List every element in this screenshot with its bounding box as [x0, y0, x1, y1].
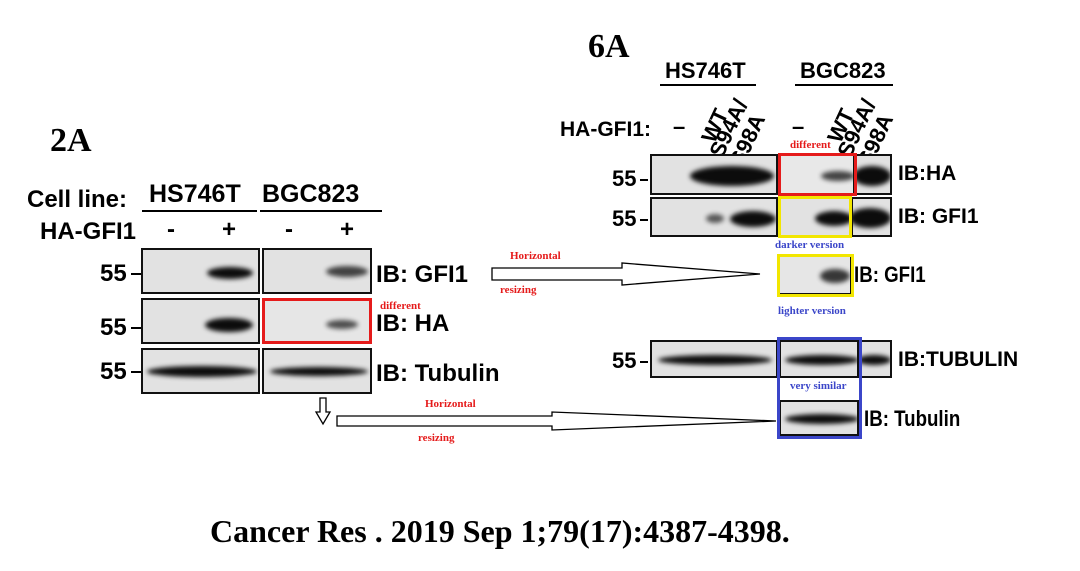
panel-6a-label: 6A [588, 28, 630, 65]
band [785, 355, 857, 365]
band [821, 171, 853, 181]
mw-tick [131, 371, 141, 373]
cell-line-bgc823: BGC823 [262, 180, 360, 208]
arrow-right-icon [336, 411, 777, 431]
citation: Cancer Res . 2019 Sep 1;79(17):4387-4398… [210, 513, 790, 549]
band [205, 318, 253, 332]
ib-label-inset: IB: GFI1 [854, 262, 926, 287]
underline-hs746t [142, 210, 257, 212]
band [326, 320, 358, 329]
blot-6a-tubulin-hs746t [650, 340, 778, 378]
highlight-box-yellow [777, 254, 854, 297]
blot-2a-tubulin-hs746t [141, 348, 260, 394]
mw-marker: 55 [612, 348, 637, 373]
blot-6a-tubulin-inset [779, 400, 859, 436]
lane-plus: + [222, 216, 237, 243]
underline-bgc823 [260, 210, 382, 212]
annotation-darker: darker version [775, 239, 845, 251]
lane-minus: – [673, 114, 686, 139]
blot-6a-gfi1-bgc823-lane3 [851, 197, 892, 237]
cell-line-label: Cell line: [27, 186, 128, 213]
mw-tick [131, 273, 141, 275]
panel-2a-label: 2A [50, 122, 92, 159]
mw-marker: 55 [100, 314, 127, 341]
blot-2a-ha-hs746t [141, 298, 260, 344]
annotation-very-similar: very similar [790, 380, 847, 392]
mw-tick [640, 219, 648, 221]
arrow-down-icon [314, 397, 332, 426]
band [853, 208, 890, 228]
lane-plus: + [340, 216, 355, 243]
ib-label: IB: GFI1 [898, 205, 979, 228]
ib-label: IB: Tubulin [376, 360, 500, 387]
ib-label: IB: GFI1 [376, 261, 469, 288]
annotation-lighter: lighter version [778, 305, 846, 317]
band [147, 366, 257, 377]
annotation-resizing: resizing [500, 284, 537, 296]
blot-2a-gfi1-bgc823 [262, 248, 372, 294]
blot-6a-ha-hs746t [650, 154, 778, 195]
band [820, 269, 850, 283]
ib-label: IB:TUBULIN [898, 348, 1019, 371]
mw-tick [640, 179, 648, 181]
highlight-box-red [262, 298, 372, 344]
ib-label-inset: IB: Tubulin [864, 406, 961, 431]
underline-bgc823 [795, 84, 893, 86]
lane-minus: - [167, 216, 175, 243]
band [207, 267, 253, 279]
band [706, 214, 724, 223]
cell-line-hs746t: HS746T [665, 58, 746, 83]
mw-marker: 55 [100, 260, 127, 287]
band [690, 166, 774, 186]
annotation-horizontal: Horizontal [510, 250, 561, 262]
band [785, 414, 857, 424]
annotation-different: different [790, 139, 831, 151]
blot-6a-gfi1-hs746t [650, 197, 778, 237]
annotation-resizing: resizing [418, 432, 455, 444]
blot-2a-gfi1-hs746t [141, 248, 260, 294]
highlight-box-yellow [778, 196, 852, 238]
band [270, 367, 368, 376]
cell-line-bgc823: BGC823 [800, 58, 886, 83]
band [658, 355, 772, 365]
cell-line-hs746t: HS746T [149, 180, 241, 208]
highlight-box-blue [777, 337, 862, 439]
band [857, 166, 890, 186]
band [730, 211, 776, 227]
band [326, 266, 368, 277]
ha-gfi1-label: HA-GFI1: [560, 118, 651, 141]
lane-minus: - [285, 216, 293, 243]
mw-tick [131, 327, 141, 329]
mw-marker: 55 [612, 206, 637, 231]
ib-label: IB:HA [898, 162, 957, 185]
underline-hs746t [660, 84, 756, 86]
arrow-right-icon [491, 262, 761, 286]
ha-gfi1-label: HA-GFI1 [40, 218, 136, 245]
lane-minus: – [792, 114, 805, 139]
blot-6a-tubulin-bgc823 [779, 340, 859, 378]
annotation-different: different [380, 300, 421, 312]
mw-marker: 55 [612, 166, 637, 191]
blot-2a-tubulin-bgc823 [262, 348, 372, 394]
band [815, 211, 849, 226]
annotation-horizontal: Horizontal [425, 398, 476, 410]
highlight-box-red [778, 153, 857, 196]
mw-tick [640, 361, 648, 363]
ib-label: IB: HA [376, 310, 450, 337]
band [861, 355, 890, 365]
mw-marker: 55 [100, 358, 127, 385]
